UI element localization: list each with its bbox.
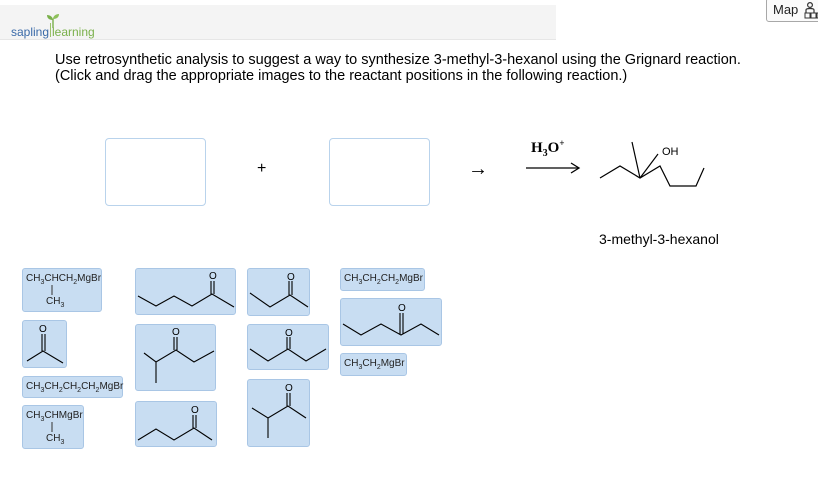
tile-isobutyl-grignard[interactable]: CH3CHCH2MgBr CH3 [22, 268, 102, 312]
oxygen-label: O [287, 272, 295, 283]
formula-part: CH [362, 273, 377, 284]
formula-part: CH [62, 381, 78, 392]
formula-sub: 2 [376, 279, 381, 286]
reagent-h3o-plus: H3O+ [524, 138, 584, 178]
oxygen-label: O [191, 405, 199, 416]
formula-part: MgBr [380, 358, 405, 369]
formula-part: CH [46, 433, 61, 444]
logo-divider [50, 23, 51, 37]
tile-2-butanone[interactable]: O [135, 401, 217, 447]
product-structure: OH [599, 141, 705, 187]
ketone-structure: O [251, 383, 307, 438]
oxygen-label: O [39, 324, 47, 335]
logo-word-sapling: sapling [11, 25, 50, 39]
formula-sub: 3 [40, 279, 45, 286]
formula-sub: 3 [60, 439, 65, 446]
tile-3-hexanone[interactable]: O [340, 298, 442, 346]
oxygen-label: O [285, 383, 293, 394]
reagent-arrow-icon [526, 162, 581, 174]
logo-word-learning: learning [52, 25, 95, 39]
product-name: 3-methyl-3-hexanol [599, 231, 719, 247]
acetone-structure: O [26, 324, 64, 364]
oxygen-label: O [285, 328, 293, 339]
oxygen-label: O [398, 303, 406, 314]
hexanone-structure: O [137, 271, 235, 308]
formula-sub: 3 [358, 364, 363, 371]
tile-butanone[interactable]: O [247, 268, 310, 316]
formula-part: MgBr [99, 381, 124, 392]
reagent-h: H [531, 140, 543, 156]
tile-2-hexanone[interactable]: O [135, 268, 236, 315]
pentanone-structure: O [249, 328, 327, 362]
oxygen-label: O [172, 327, 180, 338]
reagent-plus: + [559, 138, 565, 148]
branch-bond-icon [51, 285, 53, 295]
plus-sign: + [257, 160, 267, 177]
tile-ethyl-grignard[interactable]: CH3CH2MgBr [340, 353, 407, 376]
formula-sub: 3 [60, 302, 65, 309]
formula-sub: 2 [77, 387, 82, 394]
formula-part: CH [380, 273, 396, 284]
tile-2-methyl-3-pentanone[interactable]: O [135, 324, 216, 391]
tile-3-methyl-2-butanone[interactable]: O [247, 379, 310, 447]
product-oh-label: OH [662, 146, 679, 158]
formula-part: CH [46, 296, 61, 307]
formula-part: CH [344, 273, 359, 284]
tile-isopropyl-grignard[interactable]: CH3CHMgBr CH3 [22, 405, 84, 449]
formula-part: CH [81, 381, 96, 392]
ketone-structure: O [143, 327, 215, 383]
butanone-structure: O [249, 272, 309, 308]
formula-part: CHMgBr [44, 410, 83, 421]
formula-sub: 2 [376, 364, 381, 371]
header-bar: sapling learning [0, 5, 556, 40]
person-grid-icon [804, 1, 818, 19]
reactant-drop-slot-1[interactable] [105, 138, 206, 206]
question-line-2: (Click and drag the appropriate images t… [55, 67, 628, 84]
formula-part: CH [26, 273, 41, 284]
formula-sub: 3 [358, 279, 363, 286]
branch-bond-icon [51, 422, 53, 432]
formula-part: CH [362, 358, 377, 369]
question-line-1: Use retrosynthetic analysis to suggest a… [55, 52, 741, 68]
formula-part: CH [44, 381, 59, 392]
sapling-learning-logo: sapling learning [11, 14, 101, 41]
formula-sub: 3 [40, 387, 45, 394]
sprout-icon [47, 14, 59, 28]
formula-part: CH [26, 410, 41, 421]
oxygen-label: O [209, 271, 217, 282]
tile-butyl-grignard[interactable]: CH3CH2CH2CH2MgBr [22, 376, 123, 398]
formula-part: MgBr [77, 273, 102, 284]
formula-part: CH [344, 358, 359, 369]
formula-sub: 2 [95, 387, 100, 394]
formula-sub: 2 [73, 279, 78, 286]
question-text: Use retrosynthetic analysis to suggest a… [55, 52, 805, 84]
formula-part: CHCH [44, 273, 74, 284]
tile-3-pentanone[interactable]: O [247, 324, 329, 370]
butanone-structure: O [137, 405, 213, 441]
reagent-o: O [547, 140, 560, 156]
formula-sub: 2 [58, 387, 63, 394]
tile-acetone[interactable]: O [22, 320, 67, 368]
map-button[interactable]: Map [766, 0, 818, 22]
reagent-sub-3: 3 [542, 148, 548, 159]
tile-propyl-grignard[interactable]: CH3CH2CH2MgBr [340, 268, 425, 291]
reaction-arrow: → [468, 158, 488, 180]
reactant-drop-slot-2[interactable] [329, 138, 430, 206]
formula-sub: 2 [395, 279, 400, 286]
formula-sub: 3 [40, 416, 45, 423]
hexanone-structure: O [342, 303, 440, 336]
map-button-label: Map [773, 2, 799, 17]
formula-part: CH [26, 381, 41, 392]
formula-part: MgBr [399, 273, 423, 284]
